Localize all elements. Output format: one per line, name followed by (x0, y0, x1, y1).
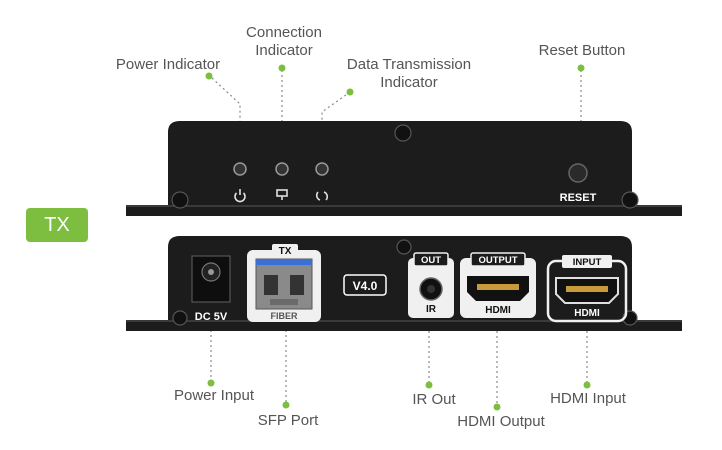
callout-dot (425, 381, 433, 389)
dc-text: DC 5V (195, 311, 228, 323)
connection-led-icon (275, 162, 289, 176)
screw-icon (396, 239, 412, 255)
power-input-label: Power Input (173, 387, 255, 404)
dc-jack-pin-icon (208, 269, 214, 275)
sfp-lc-port-icon (290, 275, 304, 295)
callout-dot (577, 64, 585, 72)
power-led-icon (233, 162, 247, 176)
reset-button-label: Reset Button (538, 42, 626, 59)
version-text: V4.0 (353, 279, 378, 293)
version-badge (343, 274, 387, 296)
reset-button-icon (568, 163, 588, 183)
hdmi-output-port-icon (477, 284, 519, 290)
hdmi-output-tag-text: OUTPUT (478, 255, 517, 266)
sfp-module-icon (256, 259, 312, 265)
screw-icon (394, 124, 412, 142)
hdmi-output-tag (470, 252, 526, 267)
sfp-fiber-text: FIBER (271, 311, 299, 321)
screw-icon (172, 310, 188, 326)
ir-jack-icon (427, 285, 435, 293)
hdmi-input-tag-text: INPUT (573, 257, 602, 268)
front-panel: RESET (126, 121, 682, 216)
screw-icon (171, 191, 189, 209)
reset-text: RESET (560, 192, 597, 204)
callout-dot (346, 88, 354, 96)
ir-out-tag-text: OUT (421, 255, 441, 266)
ir-text: IR (426, 304, 437, 315)
callout-dot (207, 379, 215, 387)
callout-dot (282, 401, 290, 409)
sync-symbol-icon (315, 191, 329, 201)
callout-dot (278, 64, 286, 72)
ir-out-label: IR Out (412, 391, 456, 408)
hdmi-output-label: HDMI Output (457, 413, 545, 430)
data-transmission-indicator-label: Data Transmission Indicator (346, 56, 472, 91)
hdmi-input-label: HDMI Input (550, 390, 626, 407)
sfp-tag-text: TX (279, 246, 292, 257)
rear-panel: DC 5V TX FIBER V4.0 OUT IR OUTPUT HDMI I… (126, 236, 682, 331)
sfp-tag (272, 244, 298, 256)
hdmi-input-port-icon (566, 286, 608, 292)
callout-dots (205, 64, 591, 411)
sfp-latch-icon (270, 299, 298, 305)
hdmi-input-tag (562, 255, 612, 268)
hdmi-input-text: HDMI (574, 308, 600, 319)
callout-dot (493, 403, 501, 411)
callout-dot (205, 72, 213, 80)
screw-icon (621, 191, 639, 209)
power-indicator-label: Power Indicator (115, 56, 221, 73)
callout-dot (583, 381, 591, 389)
sfp-lc-port-icon (264, 275, 278, 295)
data-led-icon (315, 162, 329, 176)
connection-indicator-label: Connection Indicator (246, 24, 322, 59)
hdmi-output-text: HDMI (485, 305, 511, 316)
sfp-port-label: SFP Port (257, 412, 319, 429)
tx-badge: TX (26, 208, 88, 242)
led-symbols (234, 189, 329, 203)
ir-tag (413, 252, 449, 267)
power-symbol-icon (234, 192, 246, 203)
